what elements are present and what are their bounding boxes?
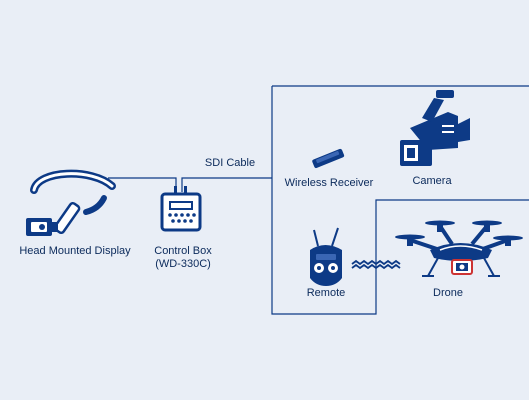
wireless-receiver-label: Wireless Receiver [284,177,374,189]
hmd-cable [108,177,177,192]
remote-label: Remote [306,287,346,299]
head-mounted-display-label: Head Mounted Display [19,245,131,257]
control-box-label: Control Box (WD-330C) [140,245,226,271]
control-box-icon [160,186,202,232]
head-mounted-display-icon [26,169,116,236]
drone-label: Drone [433,287,463,299]
drone-icon [395,220,523,277]
remote-controller-icon [310,227,342,286]
wireless-receiver-icon [312,148,345,169]
sdi-cable-line [181,177,272,192]
control-box-label-model: (WD-330C) [155,258,211,270]
sdi-cable-label: SDI Cable [204,157,256,169]
video-camera-icon [400,90,470,166]
wireless-signal-icon [351,259,401,270]
device-group-frame [271,85,529,315]
control-box-label-name: Control Box [154,245,212,257]
camera-label: Camera [412,175,452,187]
